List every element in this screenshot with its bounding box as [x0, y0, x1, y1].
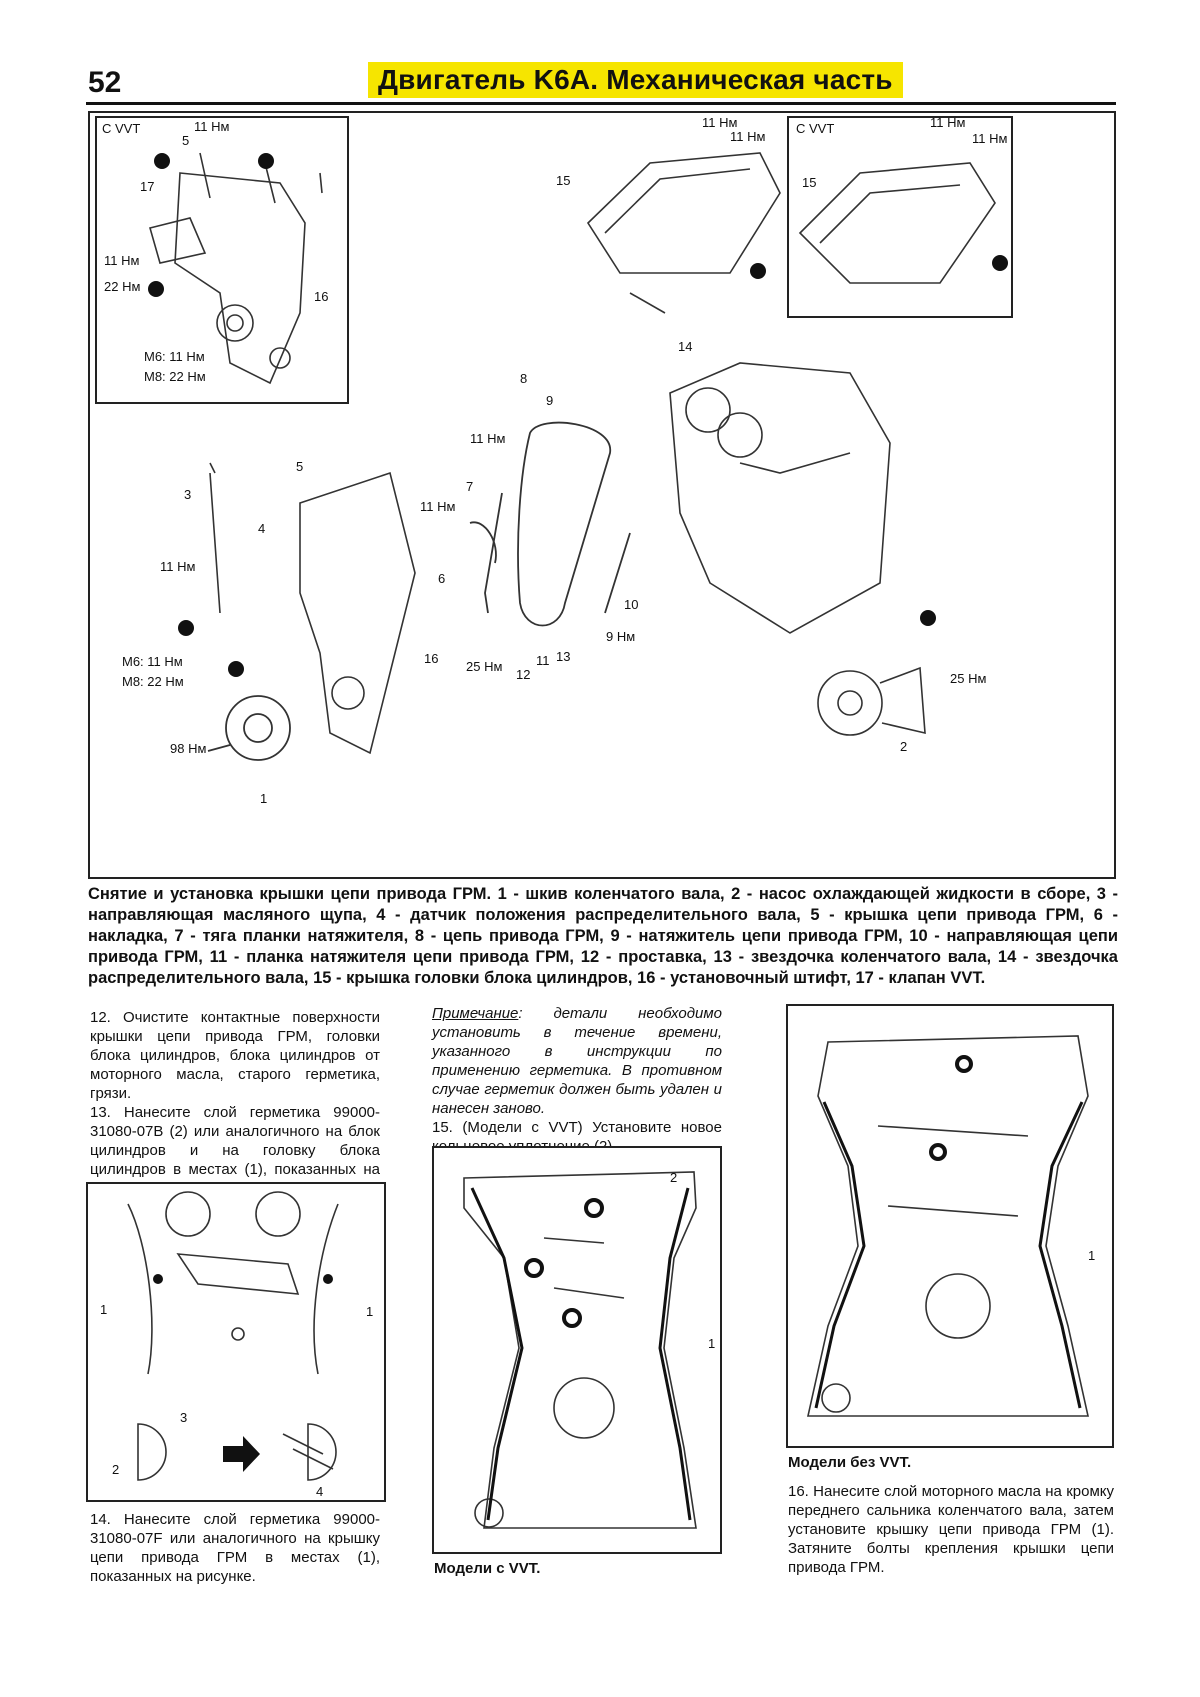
inset-left-sketch	[149, 152, 323, 385]
cover-with-vvt-figure: 2 1	[432, 1146, 722, 1554]
svg-text:1: 1	[100, 1302, 107, 1317]
svg-text:М6: 11 Нм: М6: 11 Нм	[122, 654, 183, 669]
novvt-figure-label: Модели без VVT.	[788, 1454, 912, 1471]
chapter-title: Двигатель K6A. Механическая часть	[368, 62, 903, 98]
svg-text:1: 1	[708, 1336, 715, 1351]
svg-text:25 Нм: 25 Нм	[466, 659, 502, 674]
note-label: Примечание	[432, 1005, 519, 1022]
step-12-text: 12. Очистите контактные поверхности крыш…	[90, 1009, 380, 1102]
svg-text:17: 17	[140, 179, 154, 194]
svg-text:1: 1	[366, 1304, 373, 1319]
head-cover-sketch-right	[798, 162, 996, 284]
page-number: 52	[88, 66, 122, 99]
svg-text:11: 11	[536, 653, 550, 668]
svg-text:8: 8	[520, 371, 527, 386]
svg-text:11 Нм: 11 Нм	[160, 559, 195, 574]
cover-without-vvt-figure: 1	[786, 1004, 1114, 1448]
inset-left-title: С VVT	[102, 121, 140, 136]
main-exploded-figure: С VVT 11 Нм 5 17 11 Нм 22 Нм 16 М6: 11 Н…	[88, 111, 1116, 879]
note-paragraph: Примечание: детали необходимо установить…	[432, 1004, 722, 1118]
svg-text:1: 1	[1088, 1248, 1095, 1263]
inset-left-frame	[95, 116, 349, 404]
svg-text:4: 4	[258, 521, 265, 536]
sealant-application-figure: 1 1 2 3 4	[86, 1182, 386, 1502]
svg-text:3: 3	[180, 1410, 187, 1425]
svg-text:7: 7	[466, 479, 473, 494]
inset-left-orings	[148, 153, 274, 297]
inset-right-frame	[787, 116, 1013, 318]
timing-chain-sketch	[469, 421, 631, 627]
water-pump-sketch	[817, 666, 926, 736]
svg-text:2: 2	[670, 1170, 677, 1185]
svg-text:15: 15	[802, 175, 816, 190]
step-14-block: 14. Нанесите слой герметика 99000-31080-…	[90, 1510, 380, 1586]
svg-text:11 Нм: 11 Нм	[730, 129, 765, 144]
svg-text:11 Нм: 11 Нм	[930, 115, 965, 130]
svg-text:М8: 22 Нм: М8: 22 Нм	[122, 674, 184, 689]
svg-text:11 Нм: 11 Нм	[702, 115, 737, 130]
svg-text:6: 6	[438, 571, 445, 586]
svg-text:14: 14	[678, 339, 692, 354]
sealant-figure-drawing: 1 1 2 3 4	[100, 1191, 373, 1499]
svg-text:М6: 11 Нм: М6: 11 Нм	[144, 349, 205, 364]
svg-text:11 Нм: 11 Нм	[972, 131, 1007, 146]
svg-text:22 Нм: 22 Нм	[104, 279, 140, 294]
svg-text:11 Нм: 11 Нм	[420, 499, 455, 514]
step-16-block: 16. Нанесите слой моторного масла на кро…	[788, 1482, 1114, 1577]
vvt-figure-label: Модели с VVT.	[434, 1560, 541, 1577]
svg-text:13: 13	[556, 649, 570, 664]
figure-caption: Снятие и установка крышки цепи привода Г…	[88, 885, 1118, 987]
svg-text:М8: 22 Нм: М8: 22 Нм	[144, 369, 206, 384]
svg-text:16: 16	[314, 289, 328, 304]
engine-block-sketch	[669, 362, 891, 634]
svg-text:4: 4	[316, 1484, 323, 1499]
note-text: : детали необходимо установить в течение…	[432, 1005, 722, 1117]
svg-text:2: 2	[112, 1462, 119, 1477]
svg-text:11 Нм: 11 Нм	[104, 253, 139, 268]
header-rule	[86, 102, 1116, 105]
svg-text:3: 3	[184, 487, 191, 502]
svg-text:5: 5	[182, 133, 189, 148]
main-figure-drawing: С VVT 11 Нм 5 17 11 Нм 22 Нм 16 М6: 11 Н…	[95, 115, 1013, 806]
head-cover-sketch	[586, 152, 781, 314]
novvt-cover-drawing: 1	[807, 1035, 1095, 1417]
svg-text:11 Нм: 11 Нм	[470, 431, 505, 446]
svg-text:98 Нм: 98 Нм	[170, 741, 206, 756]
vvt-cover-drawing: 2 1	[463, 1170, 715, 1529]
timing-cover-sketch	[209, 462, 416, 755]
svg-text:2: 2	[900, 739, 907, 754]
svg-text:25 Нм: 25 Нм	[950, 671, 986, 686]
svg-text:9: 9	[546, 393, 553, 408]
crank-pulley-sketch	[207, 695, 291, 761]
svg-text:16: 16	[424, 651, 438, 666]
svg-text:15: 15	[556, 173, 570, 188]
svg-text:5: 5	[296, 459, 303, 474]
svg-text:1: 1	[260, 791, 267, 806]
svg-text:9 Нм: 9 Нм	[606, 629, 635, 644]
svg-text:12: 12	[516, 667, 530, 682]
step-14-text: 14. Нанесите слой герметика 99000-31080-…	[90, 1511, 380, 1585]
svg-text:10: 10	[624, 597, 638, 612]
step-16-text: 16. Нанесите слой моторного масла на кро…	[788, 1483, 1114, 1576]
column-middle-text: Примечание: детали необходимо установить…	[432, 1004, 722, 1156]
svg-text:11 Нм: 11 Нм	[194, 119, 229, 134]
inset-right-title: С VVT	[796, 121, 834, 136]
